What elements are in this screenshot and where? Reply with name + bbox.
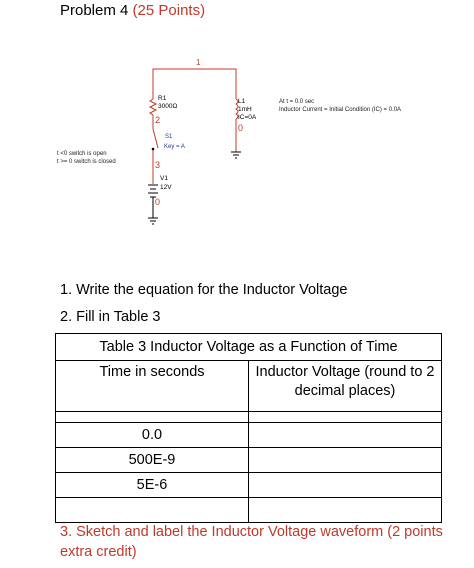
time-cell: 5E-6 [55, 472, 249, 498]
voltage-cell[interactable] [248, 422, 442, 448]
switch-pivot [151, 147, 155, 151]
table-3: Table 3 Inductor Voltage as a Function o… [55, 333, 442, 523]
node-ground-l1-label: 0 [238, 123, 243, 133]
node-sw-v1-label: 3 [155, 160, 160, 170]
table-row: 500E-9 [55, 447, 442, 473]
s1-key: Key = A [164, 144, 185, 150]
time-cell [55, 497, 249, 523]
switch-note-line2: t >= 0 switch is closed [57, 159, 116, 165]
table-row: 0.0 [55, 422, 442, 448]
voltage-cell[interactable] [248, 447, 442, 473]
r1-value: 3000Ω [158, 103, 177, 110]
ic-note-line1: At t = 0.0 sec [279, 99, 314, 105]
r1-name: R1 [158, 95, 167, 102]
table-spacer-cell [55, 411, 249, 423]
node-r1-sw-label: 2 [155, 115, 160, 125]
table-caption: Table 3 Inductor Voltage as a Function o… [55, 333, 442, 361]
problem-title: Problem 4 (25 Points) [60, 2, 205, 19]
header-time: Time in seconds [55, 360, 249, 412]
circuit-schematic: 1 2 3 0 0 R1 3000Ω S1 Key = A V1 12V L1 … [57, 58, 401, 225]
extra-credit-question: 3. Sketch and label the Inductor Voltage… [60, 524, 443, 560]
time-cell: 500E-9 [55, 447, 249, 473]
v1-name: V1 [160, 175, 168, 182]
l1-ic: IC=0A [238, 114, 257, 121]
node-top-label: 1 [196, 58, 201, 67]
question-1: 1. Write the equation for the Inductor V… [60, 282, 348, 298]
voltage-cell[interactable] [248, 497, 442, 523]
node-ground-v1-label: 0 [155, 197, 160, 207]
l1-name: L1 [238, 98, 246, 105]
table-spacer-cell [248, 411, 442, 423]
voltage-cell[interactable] [248, 472, 442, 498]
table-row [55, 497, 442, 523]
question-2: 2. Fill in Table 3 [60, 309, 161, 325]
inductor-l1 [235, 98, 239, 120]
s1-name: S1 [165, 134, 173, 140]
problem-points: (25 Points) [132, 2, 206, 19]
l1-value: 1mH [238, 106, 252, 113]
resistor-r1 [148, 98, 158, 116]
ic-note-line2: Inductor Current = Initial Condition (IC… [279, 107, 401, 113]
problem-label: Problem 4 [60, 2, 129, 19]
time-cell: 0.0 [55, 422, 249, 448]
switch-note-line1: t <0 switch is open [57, 151, 107, 157]
header-voltage: Inductor Voltage (round to 2 decimal pla… [248, 360, 442, 412]
wire-top [152, 68, 237, 99]
table-row: 5E-6 [55, 472, 442, 498]
v1-value: 12V [160, 184, 172, 191]
switch-s1 [152, 128, 159, 149]
